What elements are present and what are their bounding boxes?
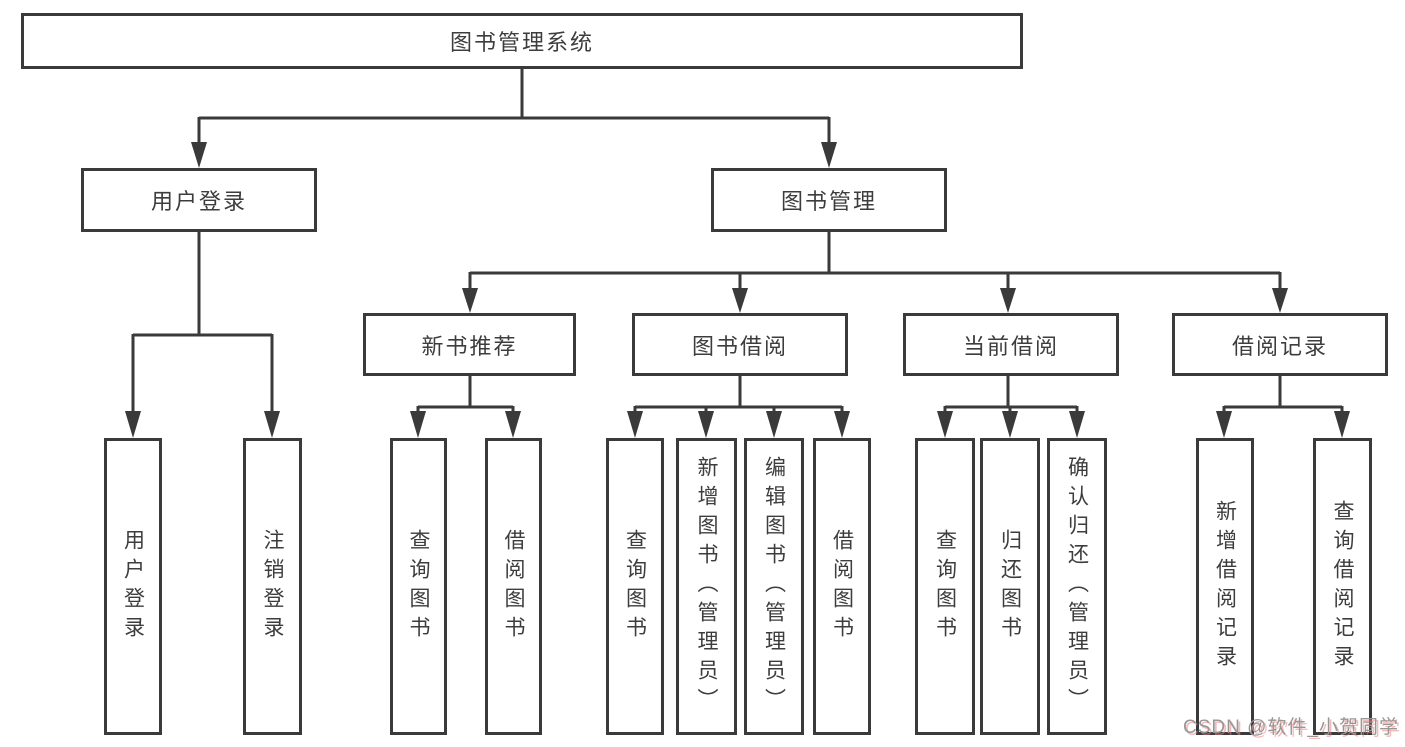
leaf-add-book-admin: 新增图书（管理员） [676,438,737,735]
leaf-rec-query-books: 查询图书 [390,438,447,735]
node-book-borrow: 图书借阅 [632,313,848,376]
node-book-management-label: 图书管理 [780,189,877,214]
leaf-edit-book-admin: 编辑图书（管理员） [744,438,804,735]
leaf-rec-borrow-books: 借阅图书 [485,438,542,735]
leaf-edit-book-admin-label: 编辑图书（管理员） [762,456,786,717]
node-book-borrow-label: 图书借阅 [691,333,788,359]
node-user-login: 用户登录 [81,168,317,232]
node-borrow-records: 借阅记录 [1172,313,1388,376]
node-new-book-recommend-label: 新书推荐 [421,333,518,359]
node-borrow-records-label: 借阅记录 [1231,333,1328,359]
node-current-borrow: 当前借阅 [903,313,1119,376]
leaf-logout: 注销登录 [243,438,302,735]
leaf-borrow-book: 借阅图书 [813,438,871,735]
node-root-system: 图书管理系统 [21,13,1023,69]
node-current-borrow-label: 当前借阅 [962,333,1059,359]
leaf-query-borrow-record: 查询借阅记录 [1313,438,1372,735]
node-user-login-label: 用户登录 [150,189,247,214]
node-new-book-recommend: 新书推荐 [363,313,576,376]
leaf-return-book-label: 归还图书 [998,528,1022,645]
leaf-user-login-label: 用户登录 [121,528,145,645]
leaf-add-borrow-record-label: 新增借阅记录 [1213,499,1237,674]
leaf-user-login: 用户登录 [104,438,162,735]
leaf-confirm-return-admin-label: 确认归还（管理员） [1065,456,1089,717]
leaf-add-borrow-record: 新增借阅记录 [1196,438,1254,735]
leaf-borrow-query-books-label: 查询图书 [623,528,647,645]
node-book-management: 图书管理 [711,168,947,232]
node-root-label: 图书管理系统 [449,30,594,55]
leaf-rec-borrow-books-label: 借阅图书 [502,528,525,645]
leaf-return-book: 归还图书 [980,438,1040,735]
leaf-query-borrow-record-label: 查询借阅记录 [1331,499,1354,674]
leaf-current-query-books-label: 查询图书 [933,528,957,645]
leaf-current-query-books: 查询图书 [915,438,975,735]
leaf-confirm-return-admin: 确认归还（管理员） [1047,438,1107,735]
csdn-watermark: CSDN @软件_小贺同学 [1183,717,1399,738]
leaf-rec-query-books-label: 查询图书 [407,528,430,645]
leaf-add-book-admin-label: 新增图书（管理员） [695,456,718,717]
leaf-borrow-query-books: 查询图书 [606,438,664,735]
leaf-borrow-book-label: 借阅图书 [830,528,854,645]
leaf-logout-label: 注销登录 [261,528,284,645]
